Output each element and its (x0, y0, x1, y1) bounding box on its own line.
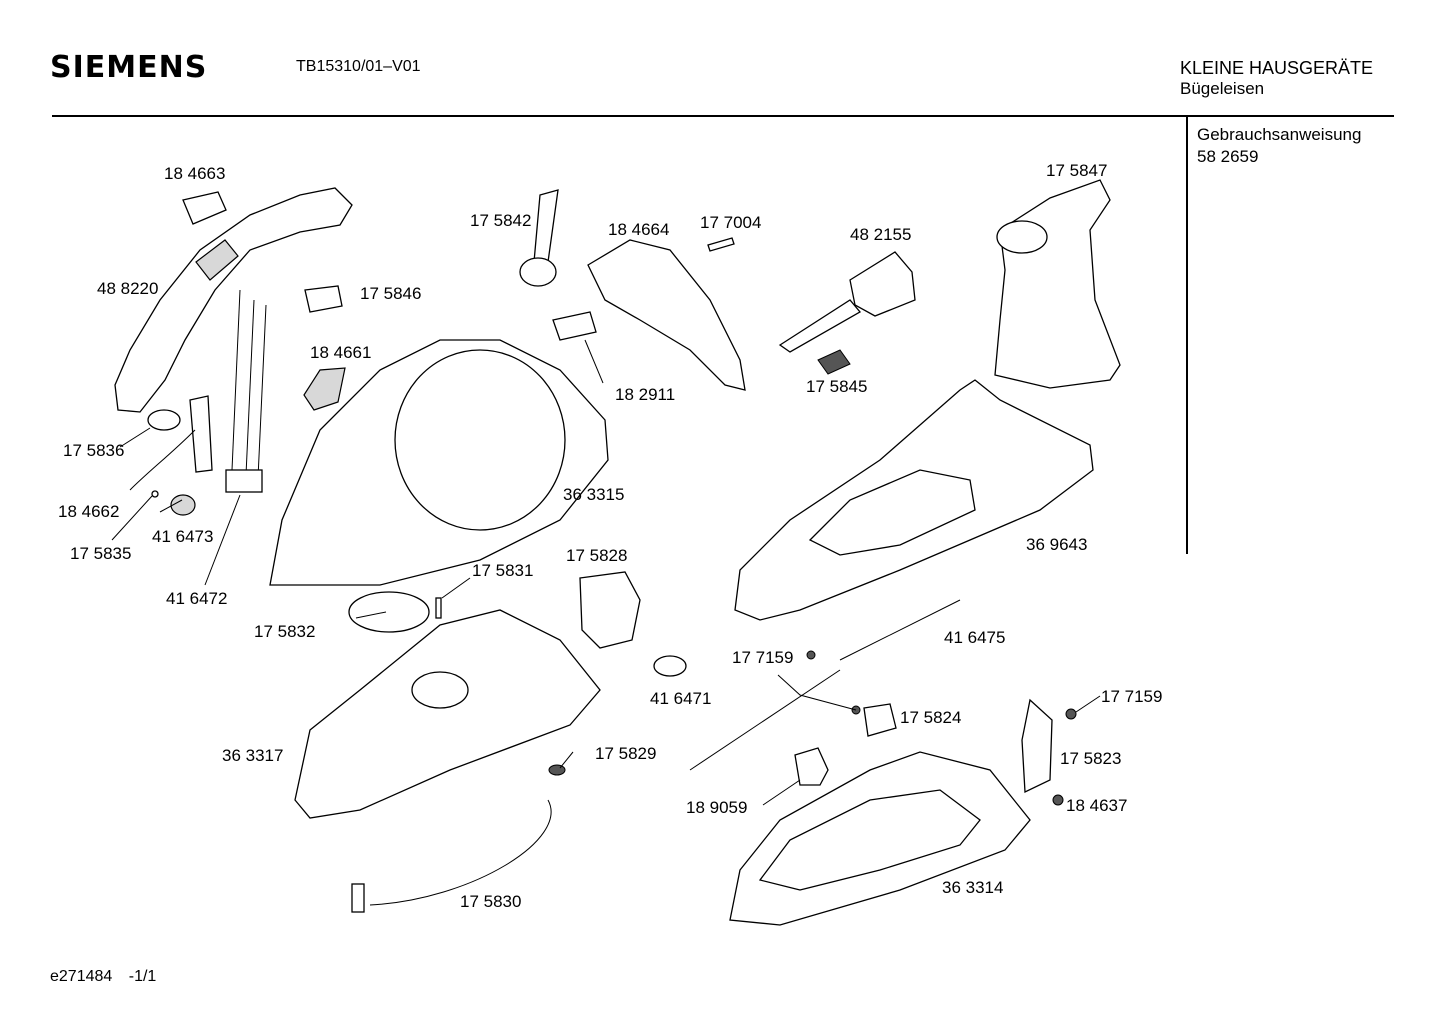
part-grommet-175845 (817, 349, 851, 375)
part-plug-482155 (849, 251, 916, 317)
part-tube-175830 (369, 799, 552, 906)
callout-175830: 17 5830 (460, 892, 521, 911)
leader-lines (111, 339, 1101, 806)
part-tube-end (351, 883, 365, 913)
part-wiring-416472 (225, 289, 267, 493)
part-drawings (114, 179, 1121, 926)
product-subcategory: Bügeleisen (1180, 79, 1265, 98)
part-handle-grip (195, 239, 239, 281)
part-fitting-416471 (653, 655, 687, 677)
part-soleplate-inner (758, 789, 981, 891)
callout-369643: 36 9643 (1026, 535, 1087, 554)
part-reservoir-port (411, 671, 469, 709)
callout-184637: 18 4637 (1066, 796, 1127, 815)
manual-number: 58 2659 (1197, 147, 1259, 166)
part-ring-175836 (147, 409, 181, 431)
part-valve-assembly (189, 395, 213, 473)
page-indicator: -1/1 (128, 968, 157, 985)
part-spacer-189059 (794, 747, 829, 786)
callout-177004: 17 7004 (700, 213, 761, 232)
callout-184664: 18 4664 (608, 220, 669, 239)
callout-488220: 48 8220 (97, 279, 158, 298)
model-number: TB15310/01–V01 (296, 58, 421, 75)
callout-184661: 18 4661 (310, 343, 371, 362)
part-base-opening (808, 469, 976, 556)
part-screw-177004 (707, 237, 735, 252)
part-pump-175828 (579, 571, 641, 649)
part-thermostat-175824 (863, 703, 897, 737)
part-screw-184637 (1052, 794, 1064, 806)
callout-175842: 17 5842 (470, 211, 531, 230)
part-oring-175835 (151, 490, 159, 498)
callout-labels: 18 4663 48 8220 17 5846 18 4661 17 5836 … (58, 161, 1162, 911)
callout-363314: 36 3314 (942, 878, 1003, 897)
manual-title: Gebrauchsanweisung (1197, 125, 1362, 144)
callout-175846: 17 5846 (360, 284, 421, 303)
part-spring-175842 (533, 189, 559, 263)
callout-189059: 18 9059 (686, 798, 747, 817)
callout-175829: 17 5829 (595, 744, 656, 763)
part-nozzle-175842 (519, 257, 557, 287)
part-tank-175847 (994, 179, 1121, 389)
callout-175824: 17 5824 (900, 708, 961, 727)
part-cover-184664 (587, 239, 746, 391)
callout-175836: 17 5836 (63, 441, 124, 460)
siemens-logo: SIEMENS (50, 50, 208, 85)
callout-175832: 17 5832 (254, 622, 315, 641)
part-switch-175846 (304, 285, 343, 313)
callout-175831: 17 5831 (472, 561, 533, 580)
part-pin-175831 (435, 597, 442, 619)
product-category: KLEINE HAUSGERÄTE (1180, 58, 1374, 78)
callout-482155: 48 2155 (850, 225, 911, 244)
part-seal-175829 (548, 764, 566, 776)
callout-177159-a: 17 7159 (732, 648, 793, 667)
callout-175847: 17 5847 (1046, 161, 1107, 180)
header-divider (52, 115, 1394, 117)
callout-182911: 18 2911 (615, 385, 675, 404)
callout-416472: 41 6472 (166, 589, 227, 608)
part-handle-488220 (114, 187, 353, 413)
callout-416475: 41 6475 (944, 628, 1005, 647)
callout-416473: 41 6473 (152, 527, 213, 546)
part-bracket-175823 (1021, 698, 1053, 794)
part-knob-416473 (170, 494, 196, 516)
callout-175845: 17 5845 (806, 377, 867, 396)
callout-175828: 17 5828 (566, 546, 627, 565)
part-screw-177159-b (1065, 708, 1077, 720)
callout-416471: 41 6471 (650, 689, 711, 708)
part-plate-182911 (552, 311, 597, 341)
sidebar-divider (1186, 117, 1188, 554)
callout-177159-b: 17 7159 (1101, 687, 1162, 706)
callout-184662: 18 4662 (58, 502, 119, 521)
callout-363315: 36 3315 (563, 485, 624, 504)
part-clip-184661 (303, 367, 346, 411)
part-screw-177159-a (806, 650, 816, 660)
drawing-id: e271484 (50, 968, 113, 985)
callout-175835: 17 5835 (70, 544, 131, 563)
callout-175823: 17 5823 (1060, 749, 1121, 768)
callout-363317: 36 3317 (222, 746, 283, 765)
part-housing-window (394, 349, 566, 531)
drawing-footer: e271484 -1/1 (50, 968, 168, 986)
part-cable-416475 (839, 599, 961, 661)
part-lead-wire (689, 669, 841, 771)
part-cap-184663 (182, 191, 227, 225)
part-cord-482155 (778, 299, 861, 353)
part-reservoir-363317 (294, 609, 601, 819)
callout-184663: 18 4663 (164, 164, 225, 183)
part-tank-neck (996, 220, 1048, 254)
part-hose-184662 (129, 429, 196, 491)
part-disc-175832 (348, 591, 430, 633)
